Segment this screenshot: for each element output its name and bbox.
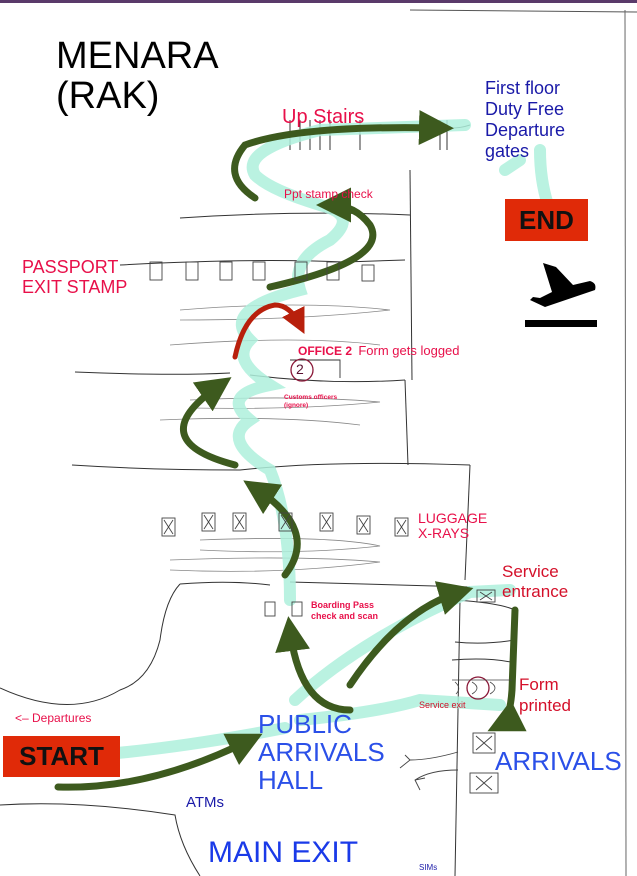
customs-line: Customs officers [284,394,338,401]
public-hall-line: ARRIVALS [258,737,385,767]
printer-desks [452,679,512,695]
title-line-2: (RAK) [56,75,160,117]
label-departures: <– Departures [15,711,92,725]
arrow-xray-to-customs [179,377,239,469]
boarding-line: check and scan [311,611,379,621]
xray-booths [161,512,499,794]
arrow-hall-to-service-entrance [346,581,474,689]
end-marker: END [505,199,588,241]
first-floor-line: First floor [485,78,561,98]
label-form-printed: Form printed [519,674,571,716]
arrow-ppt-check-to-stairs [231,110,454,202]
highlight-path [59,119,554,763]
arrow-start-to-hall [54,733,263,791]
service-entrance-line: Service [502,562,559,581]
route-arrows [54,110,527,791]
first-floor-line: Departure [485,120,566,140]
label-customs-officers: Customs officers (ignore) [284,394,337,410]
customs-line: (ignore) [284,402,309,409]
label-public-arrivals-hall: PUBLIC ARRIVALS HALL [258,710,385,794]
map-title: MENARA (RAK) [56,36,219,116]
public-hall-line: HALL [258,765,324,795]
label-office-2: OFFICE 2 Form gets logged [298,344,460,357]
form-printed-line: Form [519,675,559,694]
start-marker: START [3,736,120,777]
form-printer-circle [466,676,490,700]
label-service-entrance: Service entrance [502,562,568,602]
form-printed-line: printed [519,696,571,715]
office-2-circle [290,358,314,382]
office-arrow [232,302,305,360]
luggage-line: X-RAYS [418,525,470,541]
label-luggage-xrays: LUGGAGE X-RAYS [418,511,487,541]
label-service-exit: Service exit [419,700,466,710]
arrow-passport-to-ppt-check [266,187,377,291]
label-ppt-stamp-check: Ppt stamp check [284,187,373,201]
label-arrivals: ARRIVALS [495,746,622,776]
passport-line: EXIT STAMP [22,277,128,297]
public-hall-line: PUBLIC [258,709,352,739]
label-atms: ATMs [186,794,225,811]
office-2-number: 2 [296,361,304,377]
first-floor-line: gates [485,141,530,161]
arrivals-sketch [399,751,459,791]
service-entrance-line: entrance [502,582,569,601]
label-main-exit: MAIN EXIT [208,836,359,869]
arrow-boarding-to-xray [243,480,301,579]
passport-line: PASSPORT [22,257,119,277]
airplane-takeoff-icon [525,263,597,327]
label-passport-exit-stamp: PASSPORT EXIT STAMP [22,257,127,297]
label-sims: SIMs [419,863,438,872]
label-up-stairs: Up Stairs [282,106,365,128]
office-2-title: OFFICE 2 [298,344,353,358]
passport-booths [149,261,375,282]
arrow-service-to-arrivals [487,606,527,732]
luggage-line: LUGGAGE [418,510,488,526]
label-boarding-pass: Boarding Pass check and scan [311,600,378,622]
arrow-hall-to-boarding [275,616,354,714]
top-border [0,0,637,3]
boarding-line: Boarding Pass [311,600,375,610]
title-line-1: MENARA [56,35,219,77]
label-first-floor: First floor Duty Free Departure gates [485,78,565,162]
office-2-desc: Form gets logged [358,343,460,358]
first-floor-line: Duty Free [485,99,565,119]
